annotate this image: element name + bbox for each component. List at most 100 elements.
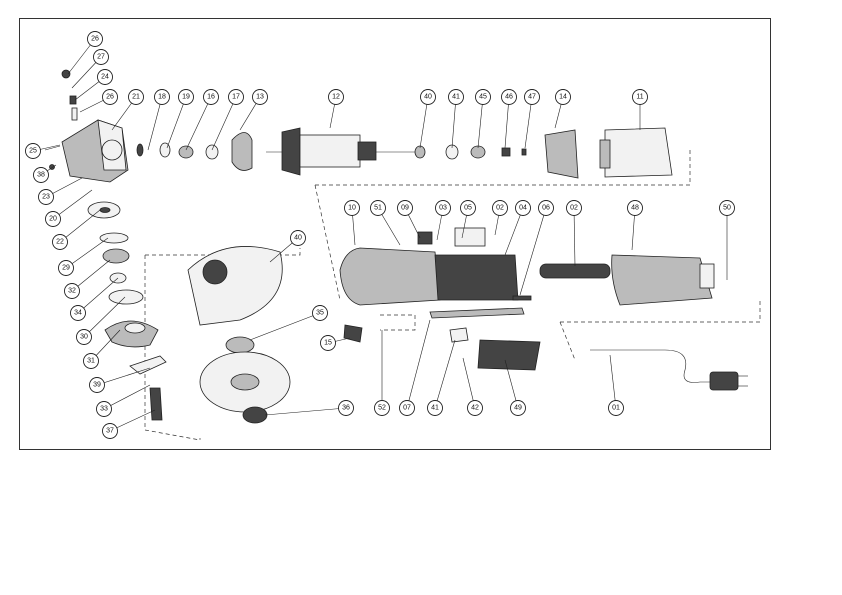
- callout-17: 17: [211, 89, 244, 151]
- callout-number: 13: [256, 94, 264, 101]
- callout-circle: [290, 230, 306, 246]
- callout-51: 51: [370, 200, 401, 246]
- callout-number: 10: [348, 205, 356, 212]
- callout-46: 46: [501, 89, 517, 149]
- leader-line: [185, 96, 212, 151]
- callout-circle: [93, 49, 109, 65]
- callout-number: 25: [29, 148, 37, 155]
- callout-circle: [627, 200, 643, 216]
- callout-number: 41: [452, 94, 460, 101]
- callout-49: 49: [504, 359, 526, 416]
- callout-33: 33: [96, 384, 151, 417]
- callout-circle: [555, 89, 571, 105]
- callout-number: 41: [431, 405, 439, 412]
- leader-line: [504, 96, 510, 149]
- motor-housing-group: [339, 227, 541, 371]
- callout-27: 27: [71, 49, 109, 89]
- callout-circle: [33, 167, 49, 183]
- callout-circle: [399, 400, 415, 416]
- callout-25: 25: [25, 143, 61, 159]
- callout-21: 21: [111, 89, 144, 131]
- callout-number: 52: [378, 405, 386, 412]
- callout-circle: [97, 69, 113, 85]
- callout-36: 36: [264, 400, 354, 416]
- leader-line: [477, 96, 484, 149]
- callout-circle: [102, 89, 118, 105]
- callout-circle: [632, 89, 648, 105]
- callout-circle: [128, 89, 144, 105]
- callout-number: 48: [631, 205, 639, 212]
- callout-number: 12: [332, 94, 340, 101]
- callout-circle: [87, 31, 103, 47]
- callout-24: 24: [74, 69, 113, 101]
- callout-circle: [96, 401, 112, 417]
- leader-line: [406, 319, 431, 409]
- leader-line: [434, 339, 456, 409]
- callout-number: 40: [424, 94, 432, 101]
- callout-37: 37: [102, 409, 156, 439]
- callout-41: 41: [427, 339, 456, 416]
- callout-number: 19: [182, 94, 190, 101]
- callout-05: 05: [460, 200, 476, 239]
- callout-circle: [328, 89, 344, 105]
- callout-48: 48: [627, 200, 643, 251]
- callout-number: 11: [636, 94, 643, 101]
- callout-number: 02: [570, 205, 578, 212]
- callout-number: 30: [80, 334, 88, 341]
- callout-number: 21: [132, 94, 140, 101]
- callout-circle: [102, 423, 118, 439]
- callout-30: 30: [76, 296, 126, 345]
- callout-circle: [312, 305, 328, 321]
- callout-14: 14: [554, 89, 571, 129]
- callout-22: 22: [52, 209, 101, 250]
- callout-11: 11: [632, 89, 648, 130]
- callout-circle: [435, 200, 451, 216]
- callout-number: 46: [505, 94, 513, 101]
- leader-line: [573, 207, 576, 267]
- callout-circle: [460, 200, 476, 216]
- callout-number: 15: [324, 340, 332, 347]
- callout-circle: [58, 260, 74, 276]
- leader-line: [59, 209, 101, 243]
- rear-cover-and-cord: [539, 254, 748, 391]
- callout-number: 24: [101, 74, 109, 81]
- callout-29: 29: [58, 237, 109, 276]
- callout-number: 09: [401, 205, 409, 212]
- callout-number: 38: [37, 172, 45, 179]
- callout-20: 20: [45, 189, 93, 227]
- callout-circle: [76, 329, 92, 345]
- callout-number: 03: [439, 205, 447, 212]
- callout-number: 26: [106, 94, 114, 101]
- callout-circle: [228, 89, 244, 105]
- callout-circle: [475, 89, 491, 105]
- callout-number: 07: [403, 405, 411, 412]
- callout-circle: [374, 400, 390, 416]
- leader-line: [519, 207, 547, 296]
- leader-line: [83, 296, 126, 338]
- callout-23: 23: [38, 177, 83, 205]
- callout-number: 34: [74, 310, 82, 317]
- leader-line: [147, 96, 163, 151]
- guard-and-disc-group: [187, 246, 291, 424]
- callout-circle: [45, 211, 61, 227]
- callout-circle: [154, 89, 170, 105]
- callout-circle: [420, 89, 436, 105]
- callout-circle: [252, 89, 268, 105]
- leader-line: [419, 96, 429, 149]
- callout-39: 39: [89, 367, 151, 393]
- callout-number: 14: [559, 94, 567, 101]
- callout-number: 02: [496, 205, 504, 212]
- callout-15: 15: [320, 335, 351, 351]
- callout-40: 40: [419, 89, 436, 149]
- callout-number: 16: [207, 94, 215, 101]
- callout-circle: [524, 89, 540, 105]
- leader-line: [609, 354, 617, 409]
- callout-circle: [566, 200, 582, 216]
- callout-38: 38: [33, 164, 57, 183]
- callout-02: 02: [566, 200, 582, 267]
- callout-number: 23: [42, 194, 50, 201]
- callout-number: 06: [542, 205, 550, 212]
- callout-circle: [344, 200, 360, 216]
